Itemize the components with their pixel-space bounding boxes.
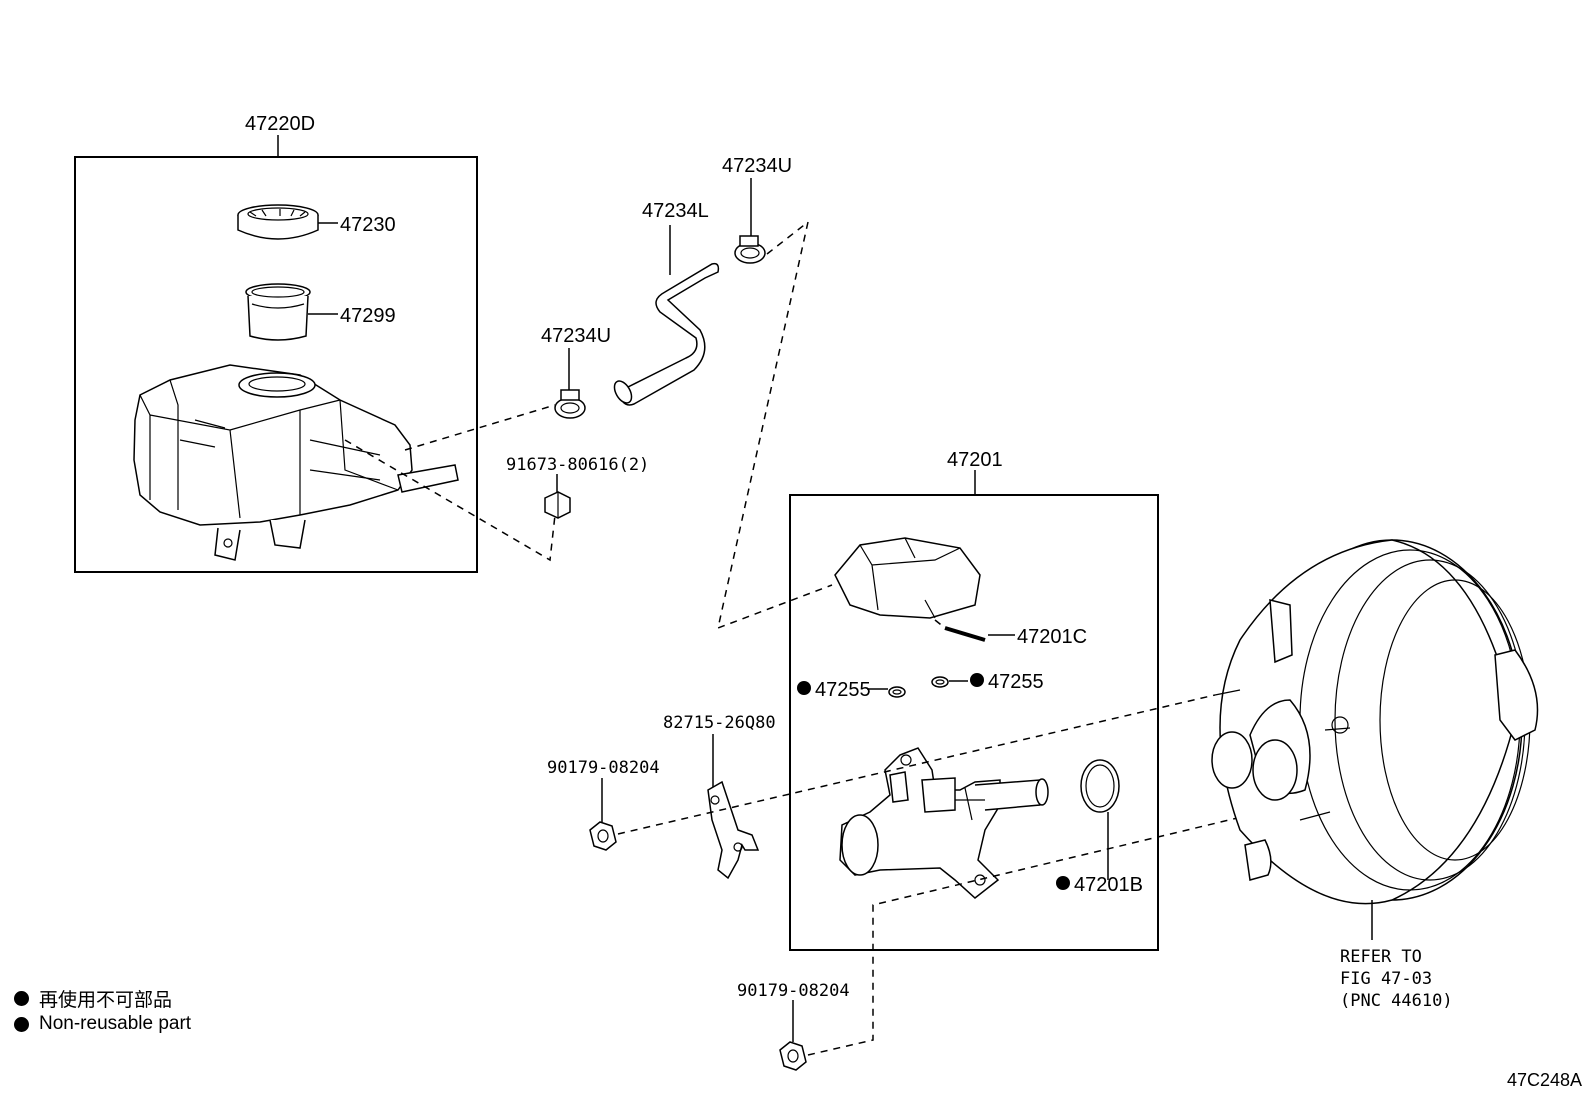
legend-row-jp: 再使用不可部品 [14,985,191,1011]
master-cylinder-body[interactable] [839,747,1049,899]
non-reusable-dot-icon [14,990,29,1006]
part-label-47220D[interactable]: 47220D [245,113,315,135]
reservoir-tank[interactable] [133,364,459,561]
part-label-47201C[interactable]: 47201C [1017,626,1087,648]
part-label-47299[interactable]: 47299 [340,305,396,327]
non-reusable-dot-icon [14,1016,29,1032]
part-label-82715[interactable]: 82715-26Q80 [663,713,776,733]
nut-90179-lower[interactable] [779,1041,807,1071]
o-ring[interactable] [1080,759,1120,813]
non-reusable-mark-47255-right [970,673,984,687]
reservoir-assembly-box [74,156,478,573]
part-label-47234L[interactable]: 47234L [642,200,709,222]
part-label-47230[interactable]: 47230 [340,214,396,236]
hose-clamp-lower[interactable] [554,389,586,419]
part-label-47201B[interactable]: 47201B [1074,874,1143,896]
bracket[interactable] [707,780,760,880]
reservoir-strainer[interactable] [245,283,311,341]
part-label-47234U-lower[interactable]: 47234U [541,325,611,347]
nut-91673[interactable] [544,491,571,519]
legend-row-en: Non-reusable part [14,1011,191,1037]
part-label-47234U-upper[interactable]: 47234U [722,155,792,177]
legend-text-jp: 再使用不可部品 [39,989,173,1011]
reservoir-assembly-group: 47220D 47230 47299 [74,113,478,573]
part-label-90179-upper[interactable]: 90179-08204 [547,758,660,778]
refer-note-line1: REFER TO [1340,947,1422,967]
refer-note-line2: FIG 47-03 [1340,969,1432,989]
non-reusable-mark-47255-left [797,681,811,695]
nut-90179-upper[interactable] [589,821,617,851]
part-label-47255-left[interactable]: 47255 [815,679,871,701]
master-cylinder-reservoir[interactable] [834,537,981,619]
part-label-47201[interactable]: 47201 [947,449,1003,471]
legend: 再使用不可部品 Non-reusable part [14,985,191,1037]
grommet-right[interactable] [931,676,949,688]
hose[interactable] [611,262,720,406]
non-reusable-mark-47201B [1056,876,1070,890]
part-label-91673[interactable]: 91673-80616(2) [506,455,649,475]
master-cylinder-assembly-group: 47201 47201C 47255 47255 [789,449,1159,951]
legend-text-en: Non-reusable part [39,1013,192,1034]
part-label-47255-right[interactable]: 47255 [988,671,1044,693]
pin[interactable] [944,626,986,642]
part-label-90179-lower[interactable]: 90179-08204 [737,981,850,1001]
figure-code: 47C248A [1506,1070,1582,1090]
brake-booster[interactable] [1211,539,1539,905]
refer-note-line3: (PNC 44610) [1340,991,1453,1011]
grommet-left[interactable] [888,686,906,698]
reservoir-cap[interactable] [237,204,319,240]
hose-clamp-upper[interactable] [734,235,766,264]
master-cylinder-assembly-box [789,494,1159,951]
